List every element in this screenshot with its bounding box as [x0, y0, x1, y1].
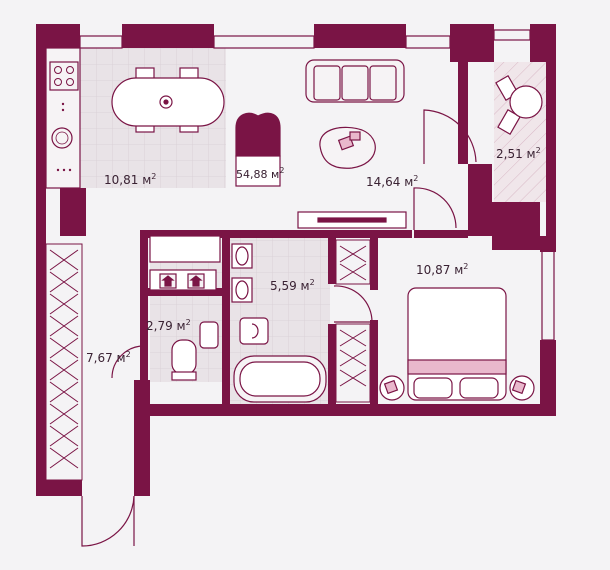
wc-door-icon — [111, 345, 145, 379]
kitchen-area-label: 10,81 м2 — [104, 172, 156, 187]
dining-table-icon — [111, 67, 225, 133]
armchair-icon — [235, 112, 281, 187]
sofa-icon — [305, 59, 405, 103]
walls — [36, 24, 556, 496]
room-labels: 10,81 м2 14,64 м2 2,51 м2 10,87 м2 5,59 … — [86, 146, 541, 365]
bed-icon — [379, 287, 535, 401]
wc-area-label: 2,79 м2 — [146, 318, 191, 333]
balcony-table-icon — [495, 75, 543, 135]
bathroom-door-icon — [333, 285, 373, 323]
washing-machine-icon — [239, 317, 269, 345]
bedroom-wardrobe-top — [335, 239, 371, 285]
hall-area-label: 7,67 м2 — [86, 350, 131, 365]
hall-wardrobe — [45, 243, 83, 481]
balcony-door-icon — [423, 109, 477, 164]
kitchen-sink-icon — [51, 127, 73, 149]
entrance-door-icon — [81, 495, 135, 547]
living-area-label: 14,64 м2 — [366, 174, 418, 189]
tv-console-icon — [297, 211, 407, 229]
bedroom-door-icon — [413, 187, 457, 230]
bedroom-area-label: 10,87 м2 — [416, 262, 468, 277]
doors — [81, 109, 477, 547]
coffee-table-icon — [319, 126, 376, 169]
windows — [79, 29, 555, 341]
toilet-icon — [171, 339, 197, 375]
bathroom-fixtures — [231, 243, 327, 403]
total-area-label: 54,88 м2 — [236, 166, 284, 181]
stove-icon — [49, 61, 79, 91]
bathroom-area-label: 5,59 м2 — [270, 278, 315, 293]
wc-fixtures — [149, 235, 221, 381]
kitchen-counter — [45, 47, 81, 189]
balcony-area-label: 2,51 м2 — [496, 146, 541, 161]
bedroom-wardrobe-bottom — [335, 323, 371, 403]
